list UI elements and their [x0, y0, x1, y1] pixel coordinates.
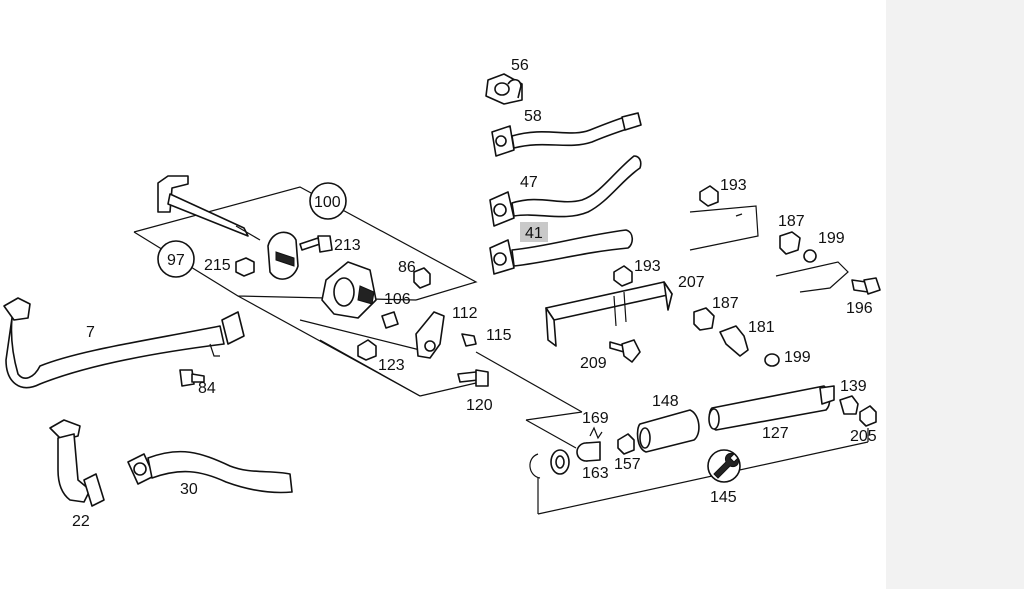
callout-97[interactable]: 97	[167, 252, 185, 269]
washer-199-lower[interactable]	[764, 353, 780, 367]
callout-30[interactable]: 30	[180, 481, 198, 498]
cross-member-207[interactable]	[545, 281, 673, 347]
nut-86[interactable]	[413, 267, 431, 289]
callout-47[interactable]: 47	[520, 174, 538, 191]
callout-181[interactable]: 181	[748, 319, 775, 336]
callout-193-lower[interactable]: 193	[634, 258, 661, 275]
stud-181[interactable]	[719, 325, 749, 357]
callout-145[interactable]: 145	[710, 489, 737, 506]
clip-169[interactable]	[589, 426, 603, 440]
callout-120[interactable]: 120	[466, 397, 493, 414]
callout-139[interactable]: 139	[840, 378, 867, 395]
callout-58[interactable]: 58	[524, 108, 542, 125]
elbow-pipe-22[interactable]	[49, 419, 105, 507]
callout-199-upper[interactable]: 199	[818, 230, 845, 247]
rubber-mount[interactable]	[321, 261, 377, 319]
callout-157[interactable]: 157	[614, 456, 641, 473]
bushing-139[interactable]	[839, 395, 859, 415]
callout-7[interactable]: 7	[86, 324, 95, 341]
pipe-58[interactable]	[491, 112, 642, 157]
bolt-209[interactable]	[609, 339, 641, 363]
callout-41[interactable]: 41	[525, 225, 543, 242]
nut-215[interactable]	[235, 257, 255, 277]
bolt-120[interactable]	[457, 369, 489, 387]
grouping-lines	[475, 351, 869, 515]
callout-169[interactable]: 169	[582, 410, 609, 427]
nut-193-upper[interactable]	[699, 185, 719, 207]
highlight-41	[520, 222, 548, 242]
bolt-213[interactable]	[299, 235, 333, 253]
bushing-187-lower[interactable]	[693, 307, 715, 331]
bushing-106[interactable]	[381, 311, 399, 329]
muffler-127[interactable]	[708, 385, 835, 431]
hanger-112[interactable]	[415, 311, 445, 359]
front-pipe-7[interactable]	[3, 297, 245, 389]
rear-pipe-30[interactable]	[127, 450, 293, 494]
rubber-163[interactable]	[576, 441, 601, 462]
callout-86[interactable]: 86	[398, 259, 416, 276]
callout-209[interactable]: 209	[580, 355, 607, 372]
callout-196[interactable]: 196	[846, 300, 873, 317]
callout-127[interactable]: 127	[762, 425, 789, 442]
nut-123[interactable]	[357, 339, 377, 361]
bolt-196[interactable]	[851, 277, 881, 295]
pipe-41[interactable]	[489, 229, 634, 275]
callout-193-upper[interactable]: 193	[720, 177, 747, 194]
clamp-ring[interactable]	[529, 449, 570, 479]
callout-123[interactable]: 123	[378, 357, 405, 374]
muffler-148[interactable]	[636, 409, 700, 453]
bracket-plate[interactable]	[267, 231, 299, 280]
callout-215[interactable]: 215	[204, 257, 231, 274]
callout-205[interactable]: 205	[850, 428, 877, 445]
callout-199-lower[interactable]: 199	[784, 349, 811, 366]
pipe-47[interactable]	[489, 155, 642, 227]
nut-205[interactable]	[859, 405, 877, 427]
callout-84[interactable]: 84	[198, 380, 216, 397]
callout-22[interactable]: 22	[72, 513, 90, 530]
flange-part[interactable]	[485, 73, 523, 105]
right-margin	[886, 0, 1024, 589]
callout-187-upper[interactable]: 187	[778, 213, 805, 230]
stud-115[interactable]	[461, 333, 477, 347]
wrench-icon	[707, 449, 741, 483]
circled-label-97	[157, 240, 195, 278]
callout-187-lower[interactable]: 187	[712, 295, 739, 312]
callout-213[interactable]: 213	[334, 237, 361, 254]
callout-115[interactable]: 115	[486, 327, 512, 344]
callout-106[interactable]: 106	[384, 291, 411, 308]
callout-163[interactable]: 163	[582, 465, 609, 482]
nut-193-lower[interactable]	[613, 265, 633, 287]
bushing-187-upper[interactable]	[779, 231, 801, 255]
callout-56[interactable]: 56	[511, 57, 529, 74]
callout-112[interactable]: 112	[452, 305, 478, 322]
nut-157[interactable]	[617, 433, 635, 455]
callout-148[interactable]: 148	[652, 393, 679, 410]
bracket-bar-lower[interactable]	[775, 261, 849, 293]
callout-207[interactable]: 207	[678, 274, 705, 291]
circled-label-100	[309, 182, 347, 220]
callout-100[interactable]: 100	[314, 194, 341, 211]
bolt-84[interactable]	[179, 369, 205, 387]
bracket-assembly-outline	[133, 186, 478, 397]
mount-pin[interactable]	[157, 175, 261, 241]
bracket-bar-upper[interactable]	[689, 205, 759, 251]
washer-199-upper[interactable]	[803, 249, 817, 263]
